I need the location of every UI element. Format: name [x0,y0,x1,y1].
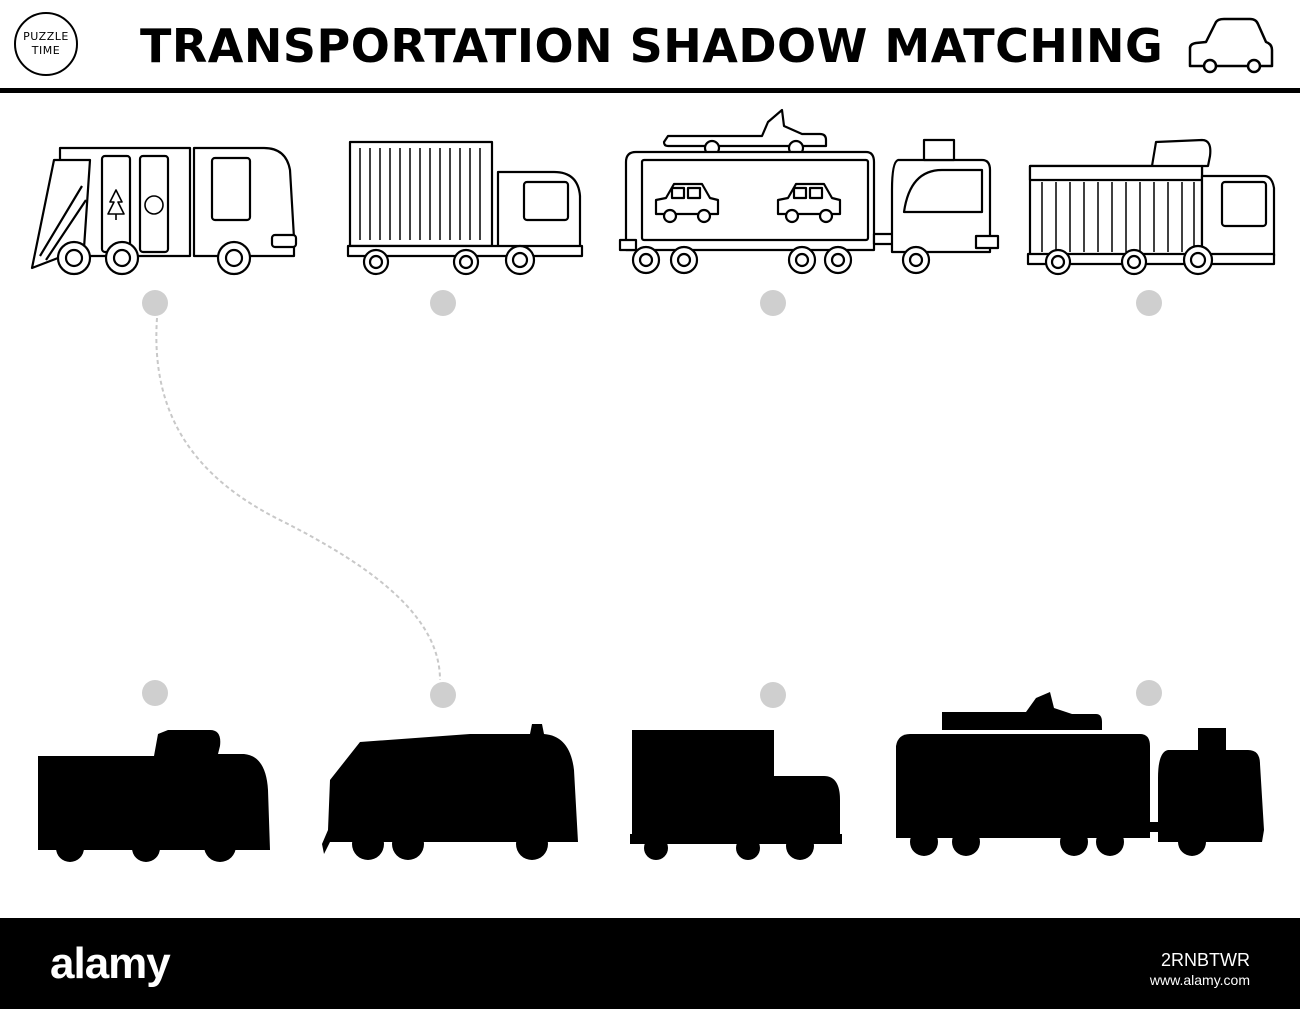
match-dot-bottom-4[interactable] [1136,680,1162,706]
puzzle-time-logo: PUZZLE TIME [14,12,78,76]
dump-truck-silhouette[interactable] [34,700,274,866]
logo-text-line1: PUZZLE [23,30,69,43]
garbage-truck-silhouette[interactable] [320,720,582,866]
car-outline-icon [1188,17,1274,74]
stock-footer-bar: alamy 2RNBTWR www.alamy.com [0,918,1300,1009]
match-dot-bottom-2[interactable] [430,682,456,708]
car-carrier-outline[interactable] [612,100,1002,280]
garbage-truck-outline[interactable] [24,130,304,280]
dump-truck-outline[interactable] [1022,132,1282,280]
match-dot-top-2[interactable] [430,290,456,316]
footer-url: www.alamy.com [1149,972,1250,988]
match-dot-bottom-1[interactable] [142,680,168,706]
match-dot-top-1[interactable] [142,290,168,316]
container-truck-silhouette[interactable] [630,730,844,866]
footer-brand-logo: alamy [50,939,171,988]
container-truck-outline[interactable] [340,132,590,280]
match-dot-top-3[interactable] [760,290,786,316]
logo-text-line2: TIME [31,44,61,57]
header-divider [0,88,1300,93]
match-dot-top-4[interactable] [1136,290,1162,316]
match-dot-bottom-3[interactable] [760,682,786,708]
car-carrier-silhouette[interactable] [886,690,1272,866]
page-title: TRANSPORTATION SHADOW MATCHING [140,19,1164,73]
footer-image-id: 2RNBTWR [1161,950,1250,970]
